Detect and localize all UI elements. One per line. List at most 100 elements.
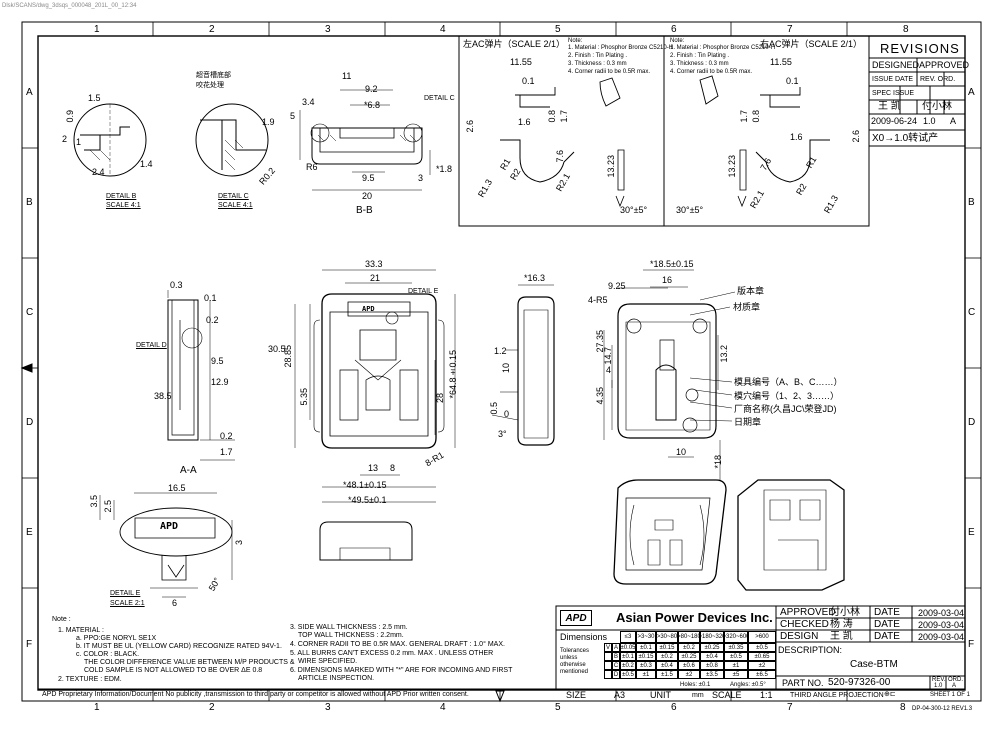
marking-vendor: 厂商名称(久昌JC\荣登JD)	[734, 404, 837, 414]
dim-label: 1.7	[559, 110, 569, 123]
dim-label: 1.6	[518, 117, 531, 127]
grid-col-4-bottom: 4	[440, 702, 446, 713]
detail-c-title: DETAIL C	[218, 193, 249, 200]
tolerance-cell: ±5	[724, 670, 748, 679]
tol-head: >600	[748, 631, 776, 643]
dim-label: 13.23	[727, 155, 737, 178]
scan-header: Dlsk/SCANS/dwg_3dsqs_000048_201L_00_12:3…	[2, 3, 137, 9]
grid-col-1-bottom: 1	[94, 702, 100, 713]
grid-col-7: 7	[787, 24, 793, 35]
tolerance-cell: ±0.25	[700, 643, 724, 652]
rev-date: 2009-06-24	[871, 116, 918, 126]
note-line: b. IT MUST BE UL (YELLOW CARD) RECOGNIZE…	[76, 643, 282, 650]
dim-label: *48.1±0.15	[343, 480, 387, 490]
rev-value: 1.0	[934, 683, 943, 689]
dim-label: 14.7	[603, 347, 613, 365]
detail-d-callout: DETAIL D	[136, 342, 167, 349]
dim-label: 0.2	[206, 315, 219, 325]
dim-label: *18	[713, 455, 723, 469]
tolerance-cell: ±0.5	[748, 643, 776, 652]
tolerance-cell: ±0.15	[636, 652, 656, 661]
dim-label: 0.5	[489, 402, 499, 415]
design-label: DESIGN	[780, 631, 819, 642]
tolerance-cell: V	[604, 643, 612, 652]
dim-label: 0.9	[65, 110, 75, 123]
tolerance-cell: ±2	[678, 670, 700, 679]
grid-row-a: A	[26, 87, 33, 98]
tolerance-cell: ±0.1	[620, 652, 636, 661]
rev-label: REV.	[932, 677, 946, 683]
part-no-label: PART NO.	[782, 678, 824, 688]
section-aa-title: A-A	[180, 465, 197, 476]
note-line: ARTICLE INSPECTION.	[298, 675, 375, 682]
dim-label: 30°±5°	[676, 205, 704, 215]
detail-c-scale: SCALE 4:1	[218, 202, 253, 209]
date-label: DATE	[874, 607, 900, 618]
dim-label: 20	[362, 191, 373, 201]
design-name: 王 凯	[830, 631, 853, 642]
rev-number: 1.0	[923, 116, 936, 126]
tolerance-cell: ±0.4	[656, 661, 678, 670]
grid-col-5-bottom: 5	[555, 702, 561, 713]
dim-label: 0.3	[170, 280, 183, 290]
grid-col-1: 1	[94, 24, 100, 35]
part-no: 520-97326-00	[828, 677, 891, 688]
dim-label: *64.8±0.15	[448, 350, 458, 399]
dim-label: 0.2	[220, 431, 233, 441]
dim-label: 0.8	[751, 110, 761, 123]
tolerances-label: unless	[560, 655, 578, 661]
dim-label: 30°±5°	[620, 205, 648, 215]
grid-row-e: E	[26, 527, 33, 538]
ac-left-note: 4. Corner radii to be 0.5R max.	[568, 69, 651, 75]
approved-name: 付小林	[830, 607, 860, 618]
company-logo: APD	[560, 610, 592, 626]
note-line: 2. TEXTURE : EDM.	[58, 676, 122, 683]
tolerance-cell: ±0.05	[620, 643, 636, 652]
dim-label: 0.1	[522, 76, 535, 86]
tolerance-cell: ±0.2	[678, 643, 700, 652]
tolerance-cell: ±1	[636, 670, 656, 679]
grid-row-b: B	[26, 197, 33, 208]
grid-row-c: C	[26, 307, 34, 318]
tolerances-label: mentioned	[560, 669, 589, 675]
tol-head: >180~320	[700, 631, 724, 643]
rev-issue-date-label: ISSUE DATE	[872, 76, 914, 83]
grid-col-3-bottom: 3	[325, 702, 331, 713]
grid-col-2-bottom: 2	[209, 702, 215, 713]
note-line: 4. CORNER RADII TO BE 0.5R MAX. GENERAL …	[290, 641, 505, 648]
detail-e-title: DETAIL E	[110, 590, 141, 597]
ac-right-note: 4. Corner radii to be 0.5R max.	[670, 69, 753, 75]
front-logo: APD	[362, 305, 375, 313]
dim-label: 12.9	[211, 377, 229, 387]
dim-label: 4	[606, 365, 612, 375]
rev-approver: 付小林	[922, 101, 952, 112]
holes-tolerance: Holes: ±0.1	[680, 682, 711, 688]
dim-label: 38.5	[154, 391, 172, 401]
document-code: DP-04-300-12 REV1.3	[912, 706, 973, 712]
dim-label: 1.7	[220, 447, 233, 457]
cn-note: 咬花处理	[196, 82, 224, 89]
note-line: THE COLOR DIFFERENCE VALUE BETWEEN M/P P…	[84, 659, 295, 666]
ord-value: A	[952, 683, 957, 689]
tolerance-cell: ±0.4	[700, 652, 724, 661]
grid-col-4: 4	[440, 24, 446, 35]
dim-label: 11.55	[510, 57, 532, 67]
note-line: c. COLOR : BLACK.	[76, 651, 140, 658]
tol-head: >80~180	[678, 631, 700, 643]
dim-label: 13.23	[606, 155, 616, 178]
dim-label: 33.3	[365, 259, 383, 269]
grid-col-3: 3	[325, 24, 331, 35]
detail-b-title: DETAIL B	[106, 193, 137, 200]
grid-row-e-right: E	[968, 527, 975, 538]
rev-designed-label: DESIGNED	[872, 60, 920, 70]
dim-label: 30.5	[268, 344, 286, 354]
sheet-number: SHEET 1 OF 1	[930, 692, 970, 698]
marking-mold-no: 模具编号（A、B、C……）	[734, 377, 843, 387]
tol-head: >320~600	[724, 631, 748, 643]
dim-label: 1.9	[262, 117, 275, 127]
grid-row-a-right: A	[968, 87, 975, 98]
dim-label: 2.6	[851, 130, 861, 143]
grid-row-b-right: B	[968, 197, 975, 208]
dim-label: 1.2	[494, 346, 507, 356]
grid-row-d-right: D	[968, 417, 976, 428]
